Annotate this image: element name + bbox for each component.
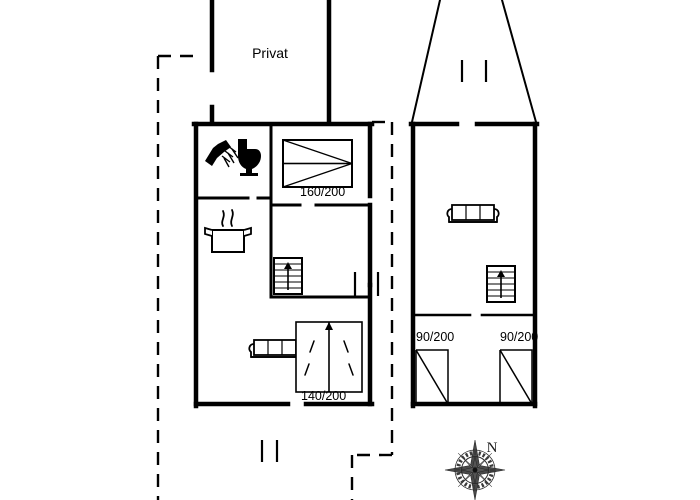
- plot-boundary-dashed: [156, 54, 394, 500]
- cooking-pot-icon: [204, 209, 252, 253]
- main-house-outer-walls: [191, 121, 375, 409]
- toilet-icon: [238, 139, 261, 176]
- sliding-door-symbol-140-200: [295, 321, 363, 393]
- sofa-icon-right: [446, 204, 500, 223]
- dimension-label-160-200: 160/200: [300, 185, 345, 199]
- door-swing-left: [415, 349, 449, 405]
- stairs-up-icon-right: [486, 265, 516, 303]
- right-building: 90/200 90/200: [408, 0, 540, 409]
- stairs-up-icon-left: [273, 257, 303, 295]
- dimension-label-90-200-left: 90/200: [416, 330, 454, 344]
- left-building: 160/200: [191, 0, 380, 462]
- compass-rose-icon: [444, 439, 506, 500]
- compass-north-label: N: [487, 440, 498, 456]
- shower-icon: [205, 140, 239, 168]
- interior-partition-walls: [194, 122, 372, 299]
- window-symbol-160-200: [282, 139, 353, 188]
- roof-canopy-outline: [410, 0, 538, 124]
- sofa-icon-left: [248, 339, 302, 358]
- canopy-opening-ticks: [460, 60, 488, 82]
- dimension-label-140-200: 140/200: [301, 389, 346, 403]
- door-swing-right: [499, 349, 533, 405]
- private-area-label: Privat: [252, 45, 288, 61]
- dimension-label-90-200-right: 90/200: [500, 330, 538, 344]
- right-building-outer-walls: [408, 121, 540, 409]
- opening-ticks-left: [260, 272, 380, 462]
- private-section-walls: [209, 0, 332, 125]
